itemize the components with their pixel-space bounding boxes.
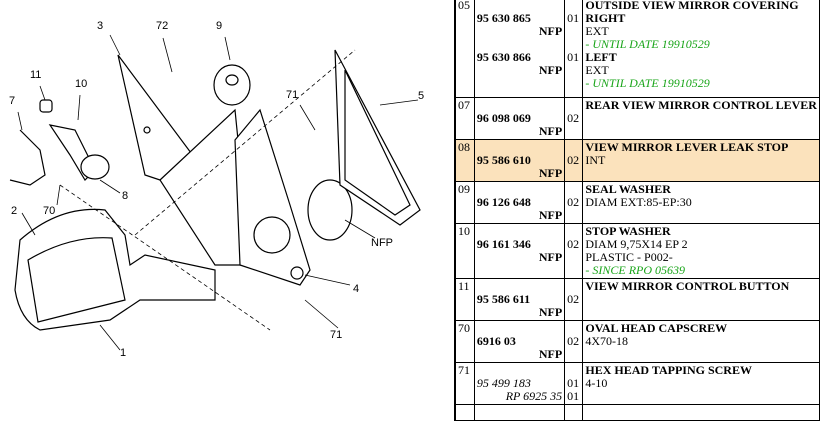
callout-70: 70 (43, 205, 56, 217)
callout-8: 8 (122, 190, 129, 202)
part-number: 96 098 069 (476, 111, 531, 125)
part-number: 95 586 611 (476, 292, 531, 306)
part-desc: INT (585, 153, 606, 167)
quantity: 02 (567, 237, 580, 251)
part-number: 96 126 648 (476, 195, 531, 209)
part-title: VIEW MIRROR LEVER LEAK STOP (585, 140, 789, 154)
quantity: 01 (567, 50, 580, 64)
alt-part-number: RP 6925 35 (505, 389, 563, 403)
part-desc: RIGHT (585, 11, 626, 25)
ref-cell: 10 (454, 223, 475, 279)
part-number: 95 586 610 (476, 153, 531, 167)
date-note: - SINCE RPO 05639 (585, 263, 686, 277)
callout-5: 5 (418, 90, 425, 102)
exploded-parts-diagram: 3 72 9 11 10 7 71 5 8 70 2 NFP 4 71 1 (9, 20, 425, 359)
callout-7: 7 (9, 95, 16, 107)
nfp-label: NFP (538, 24, 563, 38)
callout-3: 3 (97, 20, 104, 32)
callout-2: 2 (11, 205, 18, 217)
ref-cell: 71 (454, 362, 475, 405)
ref-cell: 70 (454, 320, 475, 363)
ref-cell: 11 (454, 278, 475, 321)
part-desc: PLASTIC - P002- (585, 250, 673, 264)
part-desc: 4-10 (585, 376, 608, 390)
part-title: OVAL HEAD CAPSCREW (585, 321, 728, 335)
part-desc: 4X70-18 (585, 334, 629, 348)
part-number: 95 499 183 (476, 376, 531, 390)
part-desc: DIAM 9,75X14 EP 2 (585, 237, 688, 251)
part-title: SEAL WASHER (585, 182, 671, 196)
nfp-label: NFP (538, 347, 563, 361)
part-title: REAR VIEW MIRROR CONTROL LEVER (585, 98, 817, 112)
nfp-label: NFP (538, 63, 563, 77)
callout-72: 72 (156, 20, 169, 32)
date-note: - UNTIL DATE 19910529 (585, 76, 710, 90)
ref-cell: 05 (454, 0, 475, 98)
quantity: 01 (567, 376, 580, 390)
part-number: 95 630 866 (476, 50, 531, 64)
callout-1: 1 (120, 347, 127, 359)
part-desc: EXT (585, 24, 609, 38)
nfp-label: NFP (538, 250, 563, 264)
part-title: VIEW MIRROR CONTROL BUTTON (585, 279, 790, 293)
part-number: 6916 03 (476, 334, 516, 348)
part-desc: LEFT (585, 50, 617, 64)
part-number: 96 161 346 (476, 237, 531, 251)
callout-4: 4 (353, 283, 360, 295)
quantity: 02 (567, 153, 580, 167)
ref-cell: 09 (454, 181, 475, 224)
callout-nfp: NFP (371, 237, 393, 249)
ref-cell: 08 (454, 139, 475, 182)
nfp-label: NFP (538, 305, 563, 319)
part-desc: EXT (585, 63, 609, 77)
parts-table: 05 95 630 865 NFP 95 630 866 NFP 01 01 O… (454, 0, 820, 421)
nfp-label: NFP (538, 124, 563, 138)
callout-71: 71 (286, 89, 299, 101)
quantity: 02 (567, 292, 580, 306)
nfp-label: NFP (538, 166, 563, 180)
quantity: 02 (567, 111, 580, 125)
quantity: 02 (567, 334, 580, 348)
callout-11: 11 (30, 69, 42, 81)
mirror-assembly-drawing (9, 34, 421, 351)
quantity: 02 (567, 195, 580, 209)
callout-71b: 71 (330, 329, 343, 341)
part-title: OUTSIDE VIEW MIRROR COVERING (585, 0, 799, 12)
part-title: STOP WASHER (585, 224, 671, 238)
callout-9: 9 (216, 20, 223, 32)
callout-10: 10 (75, 78, 88, 90)
nfp-label: NFP (538, 208, 563, 222)
part-desc: DIAM EXT:85-EP:30 (585, 195, 692, 209)
quantity: 01 (567, 11, 580, 25)
table-row[interactable]: 05 95 630 865 NFP 95 630 866 NFP 01 01 O… (454, 0, 820, 98)
date-note: - UNTIL DATE 19910529 (585, 37, 710, 51)
quantity: 01 (567, 389, 580, 403)
ref-cell: 07 (454, 97, 475, 140)
part-number: 95 630 865 (476, 11, 531, 25)
part-title: HEX HEAD TAPPING SCREW (585, 363, 752, 377)
